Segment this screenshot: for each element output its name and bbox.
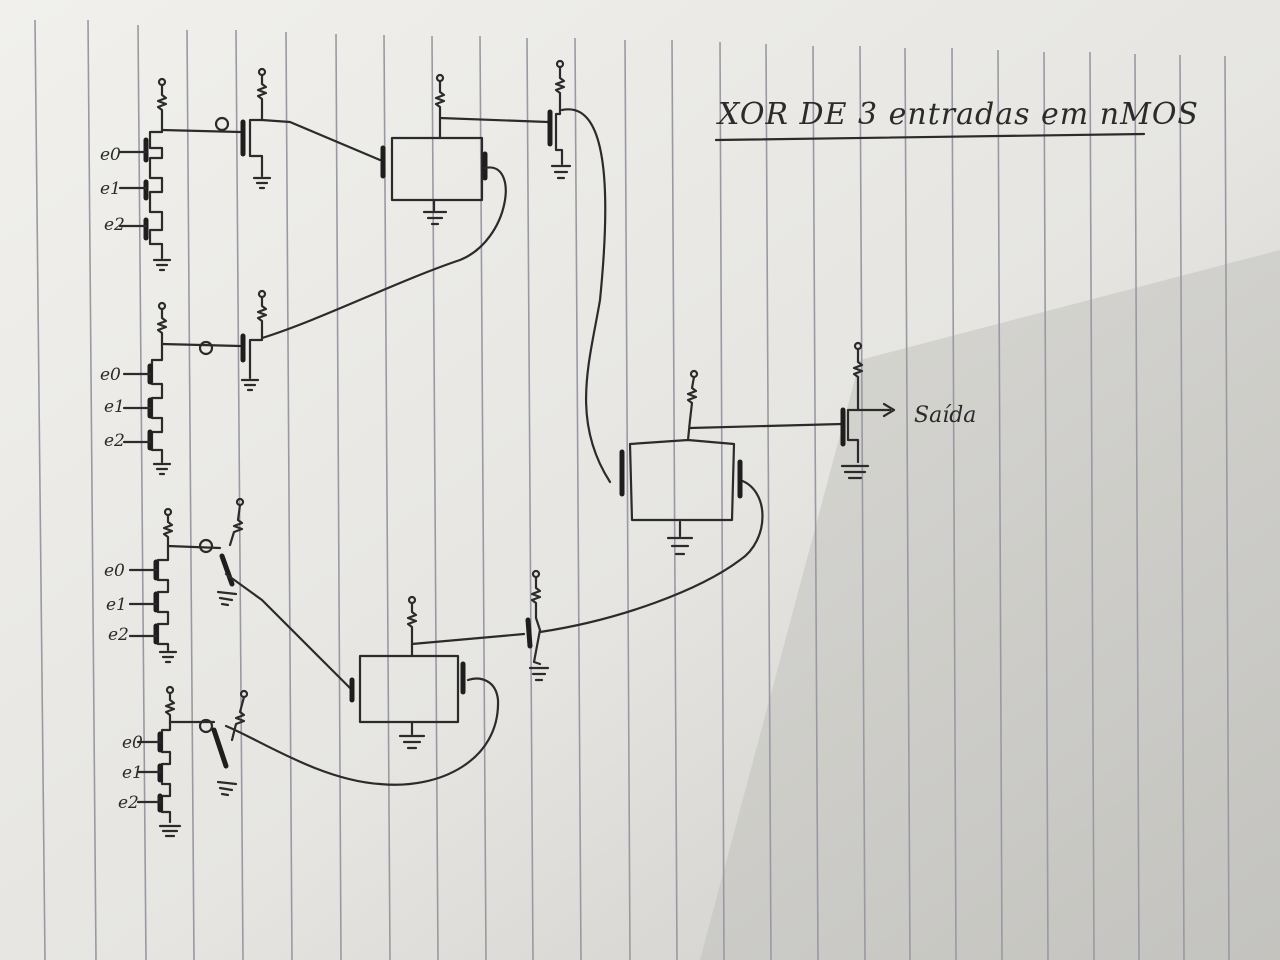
input-label: e0 bbox=[104, 561, 125, 581]
output-label: Saída bbox=[914, 403, 976, 428]
input-label: e2 bbox=[104, 215, 125, 235]
output-inverter: Saída bbox=[840, 341, 976, 480]
input-block-3: e0 e1 e2 bbox=[104, 497, 354, 692]
parallel-nor-final bbox=[619, 369, 844, 556]
input-label: e0 bbox=[100, 145, 121, 165]
inverter-bottom-right bbox=[525, 478, 764, 682]
input-block-2: e0 e1 e2 bbox=[100, 289, 268, 476]
input-label: e2 bbox=[118, 793, 139, 813]
parallel-nor-bottom bbox=[349, 595, 526, 750]
input-label: e2 bbox=[104, 431, 125, 451]
input-label: e1 bbox=[106, 595, 127, 615]
diagram-title: XOR DE 3 entradas em nMOS bbox=[716, 97, 1199, 132]
input-label: e1 bbox=[100, 179, 121, 199]
input-label: e2 bbox=[108, 625, 129, 645]
inverter-top-right bbox=[547, 59, 612, 484]
input-label: e1 bbox=[122, 763, 143, 783]
title-underline bbox=[714, 132, 1146, 142]
parallel-nor-top bbox=[260, 73, 550, 340]
input-block-1: e0 e1 e2 bbox=[100, 67, 382, 272]
input-label: e1 bbox=[104, 397, 125, 417]
input-label: e0 bbox=[122, 733, 143, 753]
input-block-4: e0 e1 e2 bbox=[118, 677, 500, 838]
input-label: e0 bbox=[100, 365, 121, 385]
